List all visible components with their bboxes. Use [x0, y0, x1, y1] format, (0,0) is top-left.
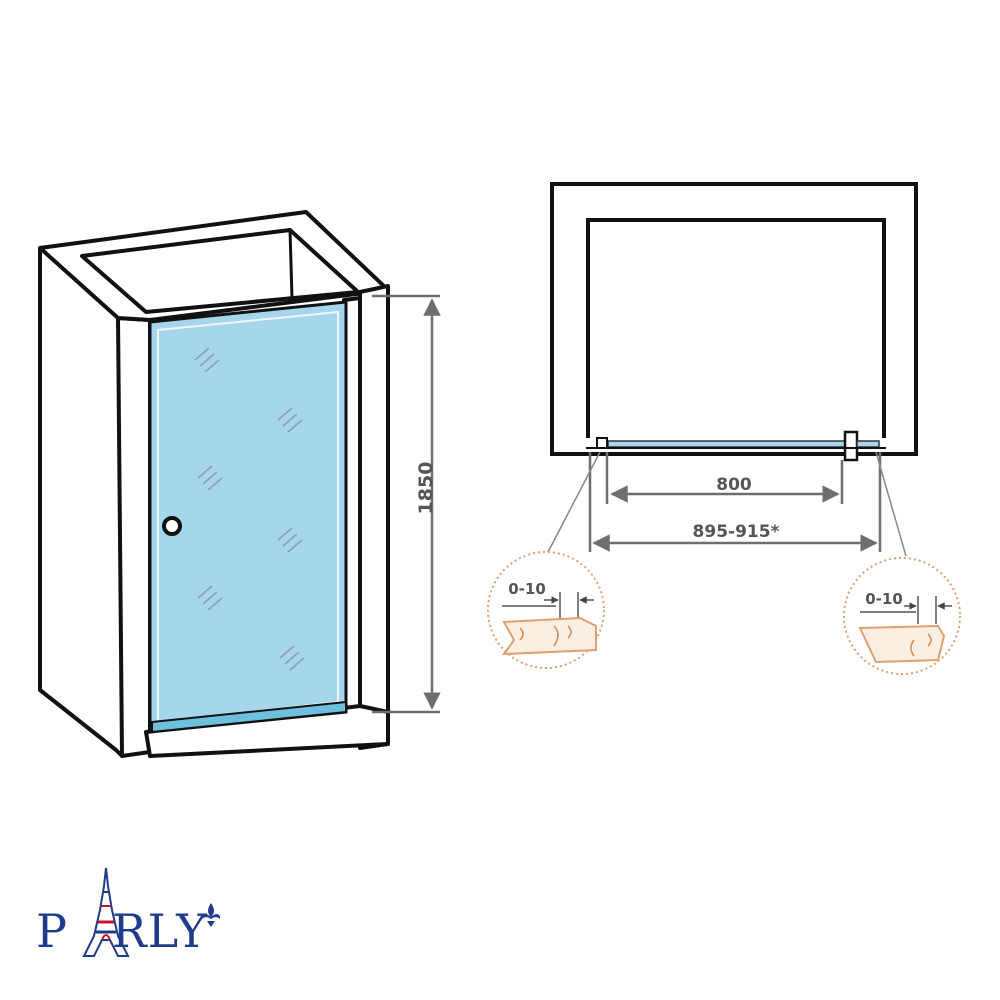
plan-hinge [843, 430, 859, 462]
right-wall [358, 284, 390, 750]
brand-letters-rly: RLY [111, 904, 208, 958]
parly-logo: P RLY [30, 862, 260, 962]
height-label: 1850 [415, 462, 437, 515]
height-dimension [372, 294, 441, 714]
adjust-right-label: 0-10 [865, 590, 903, 608]
plan-view [550, 182, 918, 462]
fleur-de-lis-icon [201, 903, 221, 927]
enclosure-3d-view [38, 210, 390, 758]
plan-fixed-part [856, 440, 880, 448]
width-dimensions [545, 451, 907, 557]
brand-wordmark: P RLY [36, 904, 208, 958]
left-pillar [116, 316, 152, 758]
adjust-left-label: 0-10 [508, 580, 546, 598]
detail-circle-left: 0-10 [487, 551, 605, 669]
plan-tray [586, 218, 886, 450]
eiffel-tower-icon [82, 867, 130, 957]
left-wall [38, 242, 126, 758]
detail-circle-right: 0-10 [843, 557, 961, 675]
glass-door [148, 300, 348, 734]
plan-glass-door [607, 440, 847, 448]
brand-letter-p: P [36, 904, 68, 958]
opening-range-label: 895-915* [693, 522, 780, 542]
door-handle-icon [162, 516, 182, 536]
plan-left-profile [596, 437, 608, 449]
glass-reflections [194, 347, 305, 671]
door-width-label: 800 [716, 475, 752, 495]
